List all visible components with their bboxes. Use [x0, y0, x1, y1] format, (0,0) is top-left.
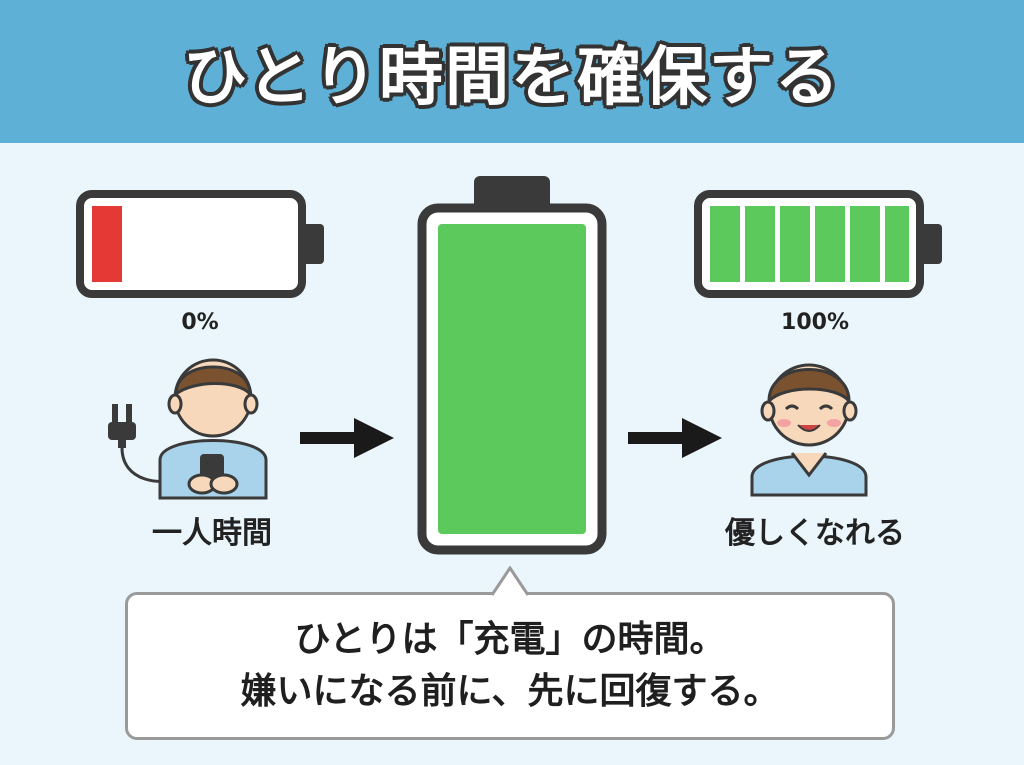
page-title: ひとり時間を確保する: [182, 40, 842, 116]
empty-battery-icon: [76, 190, 324, 298]
message-line-1: ひとりは「充電」の時間。: [294, 618, 726, 660]
right-arrow-icon-2: [628, 418, 722, 458]
right-caption: 優しくなれる: [725, 516, 905, 551]
full-battery-icon: [694, 190, 942, 298]
right-percent-label: 100%: [781, 310, 849, 335]
message-line-2: 嫌いになる前に、先に回復する。: [240, 671, 780, 712]
left-percent-label: 0%: [181, 310, 219, 335]
bubble-tail: [490, 566, 530, 596]
left-caption: 一人時間: [152, 516, 272, 551]
full-battery-large-icon: [417, 176, 607, 555]
message-bubble: ひとりは「充電」の時間。 嫌いになる前に、先に回復する。: [125, 592, 895, 740]
smiling-person-illustration: [750, 363, 868, 497]
header-banner: ひとり時間を確保する: [0, 0, 1024, 143]
right-arrow-icon: [300, 418, 394, 458]
person-with-phone-illustration: [108, 358, 268, 500]
